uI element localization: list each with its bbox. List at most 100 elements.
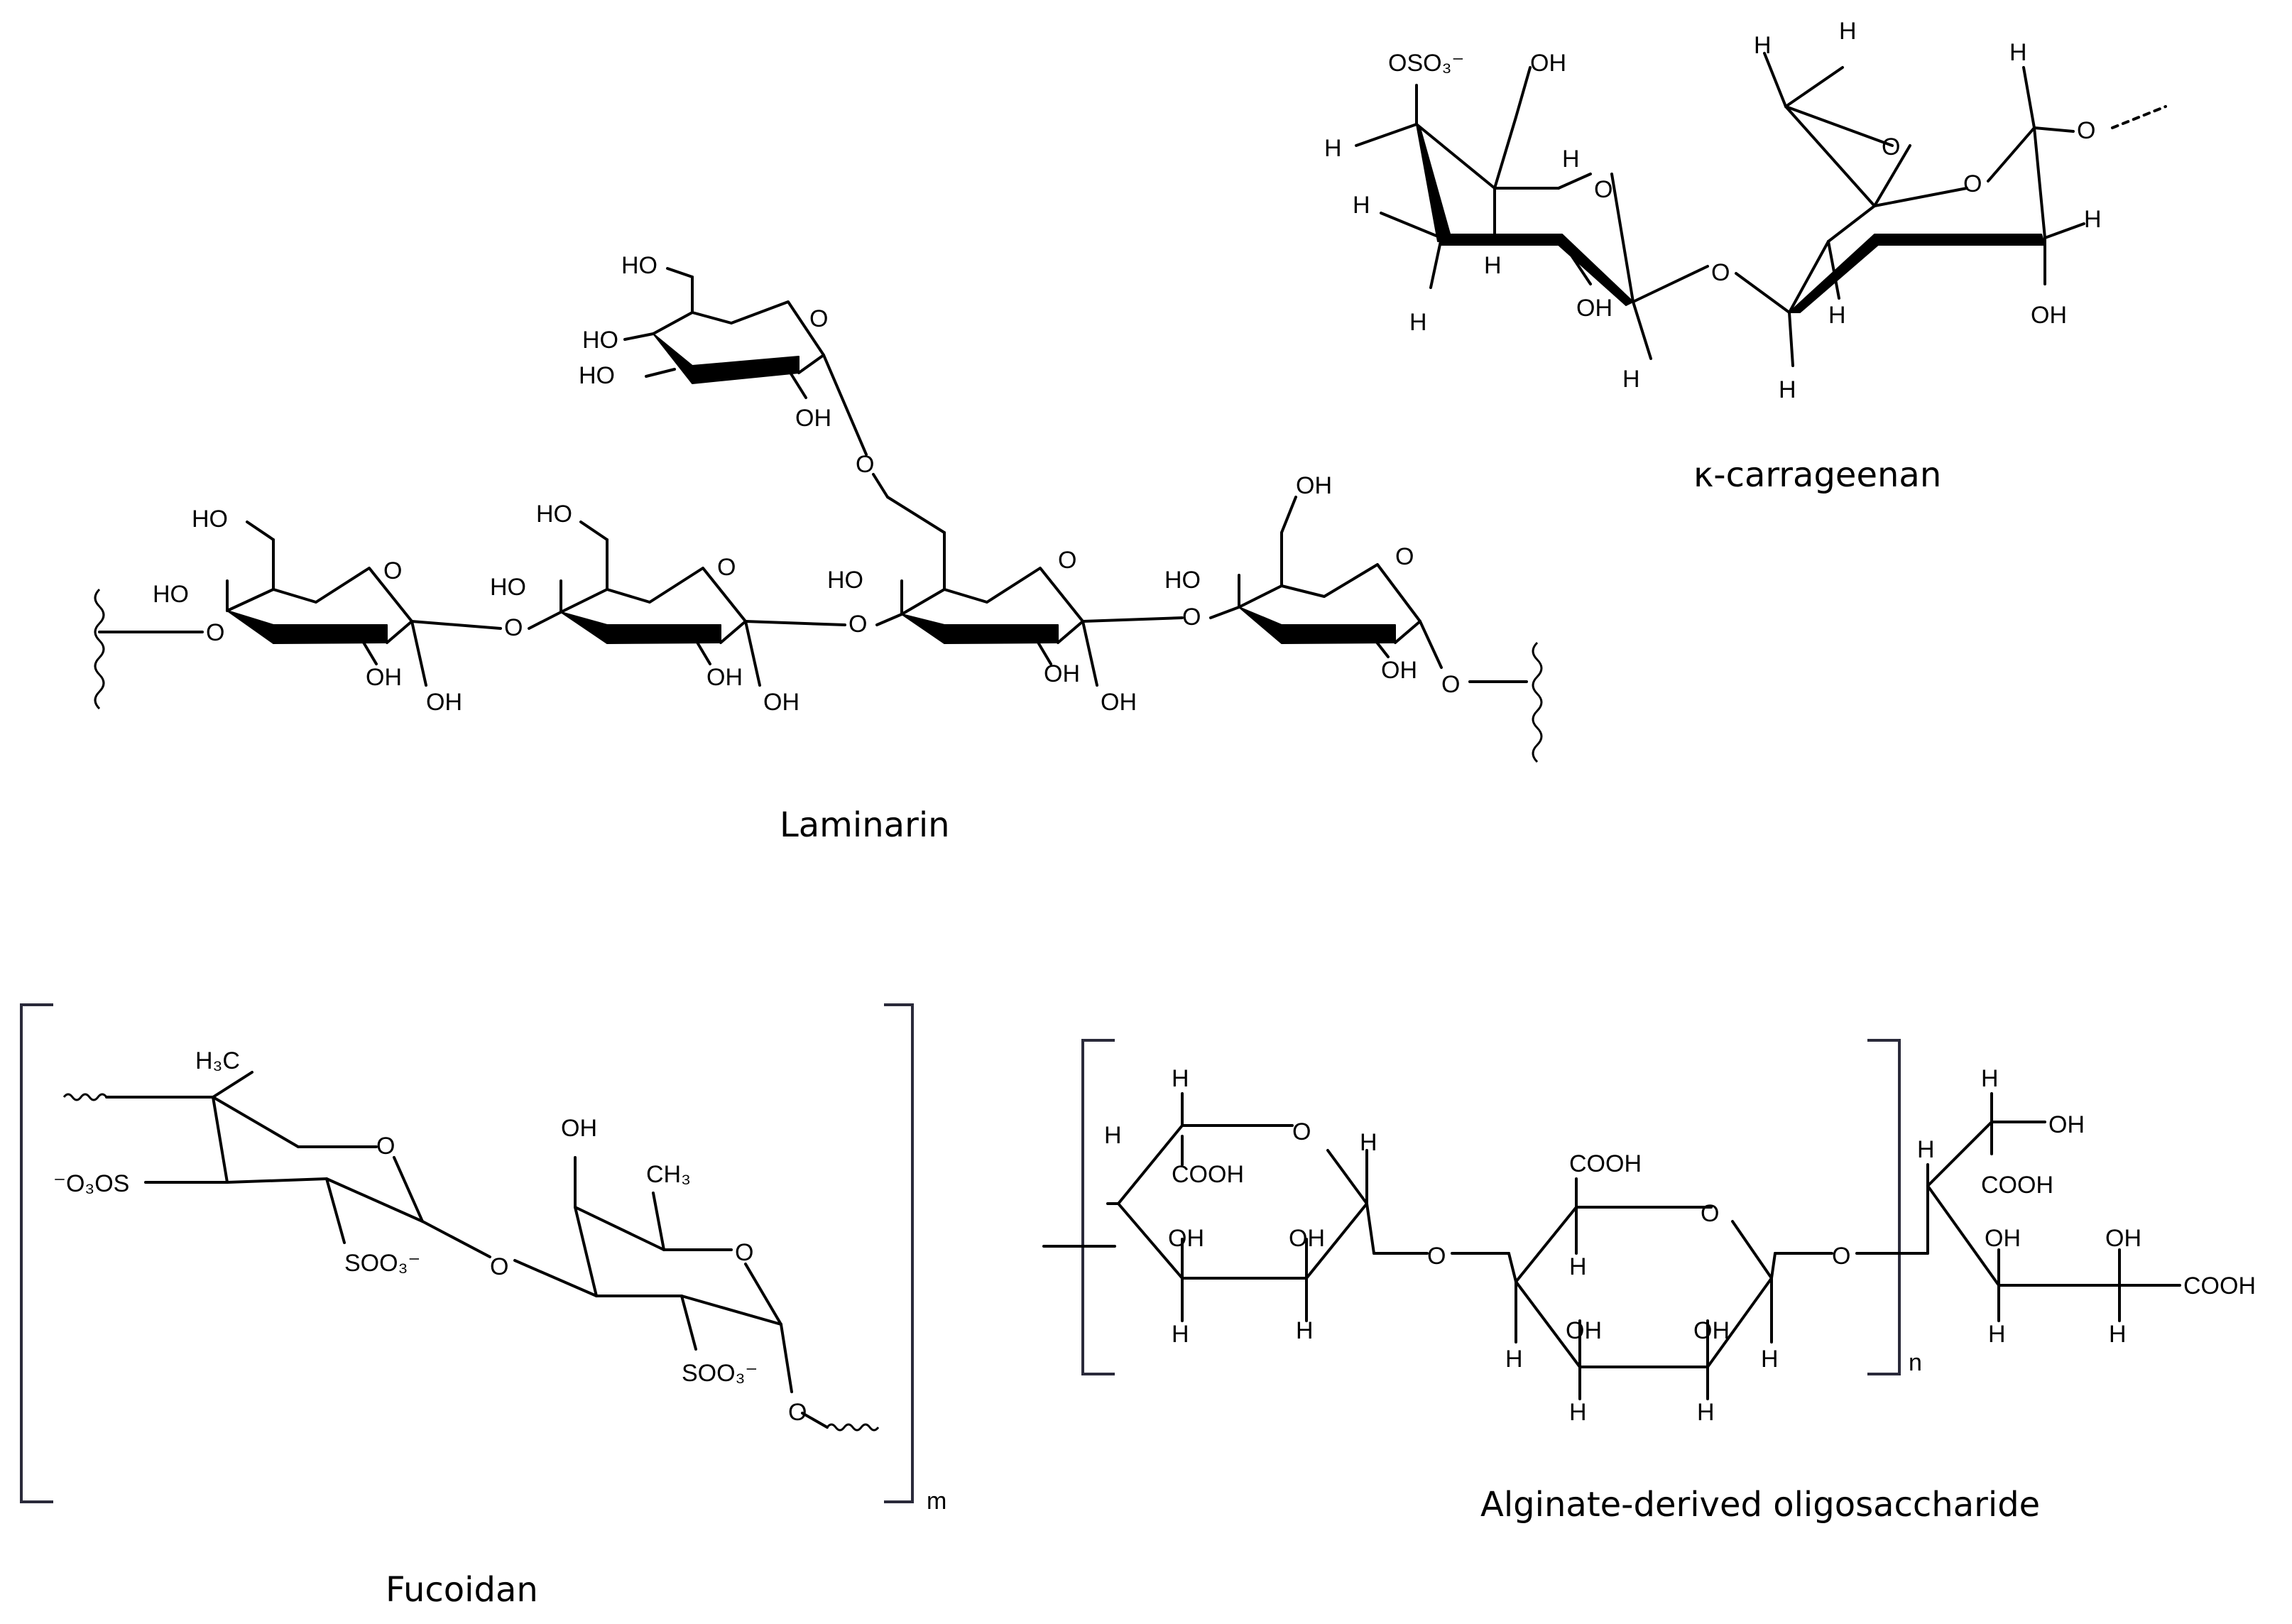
h-label: H [1981,1065,1999,1092]
o-label: O [856,451,874,478]
o-label: O [490,1253,508,1280]
h-label: H [2084,206,2102,233]
o-label: O [2077,117,2095,144]
o-label: O [206,619,224,646]
oh-label: OH [1693,1317,1730,1344]
ho-label: HO [827,567,863,594]
oh-label: OH [1576,295,1612,322]
h-label: H [1505,1346,1523,1373]
oh-label: OH [561,1115,597,1142]
oh-label: OH [2031,302,2067,329]
o-label: O [1058,547,1076,574]
laminarin-ring-2 [528,521,846,687]
oh-label: OH [366,664,402,691]
h3c-label: H₃C [195,1047,240,1074]
h-label: H [1988,1321,2006,1348]
o-label: O [1182,604,1201,631]
fucoidan-structure: m H₃C O ⁻O₃OS SOO₃⁻ O [20,1003,946,1610]
bracket-right [884,1003,914,1503]
o-label: O [848,611,867,638]
oh-label: OH [1101,689,1137,716]
oh-label: OH [1044,660,1080,687]
fucoidan-ring-left [105,1071,491,1258]
h-label: H [1104,1122,1122,1149]
h-label: H [1622,366,1640,393]
oh-label: OH [1566,1317,1602,1344]
o-label: O [1395,543,1414,570]
cooh-label: COOH [1569,1150,1642,1177]
o-label: O [1701,1200,1719,1227]
oh-label: OH [1530,50,1566,77]
ho-label: HO [582,327,618,354]
bracket-right [1867,1039,1901,1375]
o-label: O [717,554,736,581]
caption-fucoidan: Fucoidan [386,1570,538,1610]
ho-label: HO [490,574,526,601]
bracket-left [1081,1039,1115,1375]
fucoidan-ring-right [513,1156,829,1429]
o-label: O [1832,1243,1850,1270]
h-label: H [1828,302,1846,329]
oh-label: OH [1296,472,1332,499]
caption-alginate: Alginate-derived oligosaccharide [1480,1485,2040,1525]
o-label: O [504,614,523,641]
carrageenan-ring-left [1355,66,1709,360]
oh-label: OH [2048,1111,2085,1138]
h-label: H [2109,1321,2127,1348]
cooh-label: COOH [1981,1172,2053,1199]
alginate-ring-1 [1106,1092,1429,1322]
o-label: O [376,1133,395,1160]
oh-label: OH [1289,1225,1325,1252]
bracket-left [20,1003,53,1503]
alginate-open-chain [1855,1092,2181,1322]
alginate-structure: n H O H COOH H OH OH H H O [1042,1039,2256,1525]
ho-label: HO [579,362,615,389]
laminarin-ring-1 [226,521,502,687]
h-label: H [1839,18,1857,45]
h-label: H [1172,1065,1189,1092]
h-label: H [1172,1321,1189,1348]
o3os-label: ⁻O₃OS [53,1170,129,1197]
h-label: H [1360,1129,1377,1156]
alginate-ring-2 [1451,1177,1833,1400]
wavy-bond-right [1532,641,1543,763]
ho-label: HO [621,252,657,279]
oh-label: OH [426,689,462,716]
laminarin-ring-4 [1209,496,1528,683]
oh-label: OH [1985,1225,2021,1252]
oh-label: OH [1381,657,1417,684]
o-label: O [1427,1243,1446,1270]
laminarin-branch-ring [623,267,868,456]
o-label: O [788,1399,807,1426]
wavy-bond-fucoidan-left [62,1093,108,1101]
soo3-label: SOO₃⁻ [344,1250,420,1277]
caption-carrageenan: κ-carrageenan [1693,455,1941,495]
carrageenan-ring-right [1735,52,2167,367]
laminarin-ring-3 [872,473,1184,687]
caption-laminarin: Laminarin [780,805,950,845]
wavy-bond-left [94,588,105,710]
laminarin-structure: HO HO O O OH OH O HO HO O OH OH O [94,252,1543,845]
cooh-label: COOH [1172,1161,1244,1188]
o-label: O [1594,176,1612,203]
h-label: H [1409,309,1427,336]
ho-label: HO [536,501,572,528]
o-label: O [1882,133,1900,160]
o-label: O [1963,170,1982,197]
h-label: H [2009,39,2027,66]
carrageenan-structure: OSO₃⁻ OH H H H O H H OH H O [1324,18,2167,495]
o-label: O [1441,671,1460,698]
o-label: O [809,305,828,332]
h-label: H [1697,1399,1715,1426]
oh-label: OH [706,664,743,691]
ho-label: HO [192,506,228,533]
h-label: H [1296,1317,1314,1344]
h-label: H [1484,252,1502,279]
oso3-label: OSO₃⁻ [1388,50,1464,77]
ch3-label: CH₃ [646,1161,691,1188]
h-label: H [1324,135,1342,162]
oh-label: OH [795,405,831,432]
o-label: O [735,1239,753,1266]
h-label: H [1917,1136,1935,1163]
